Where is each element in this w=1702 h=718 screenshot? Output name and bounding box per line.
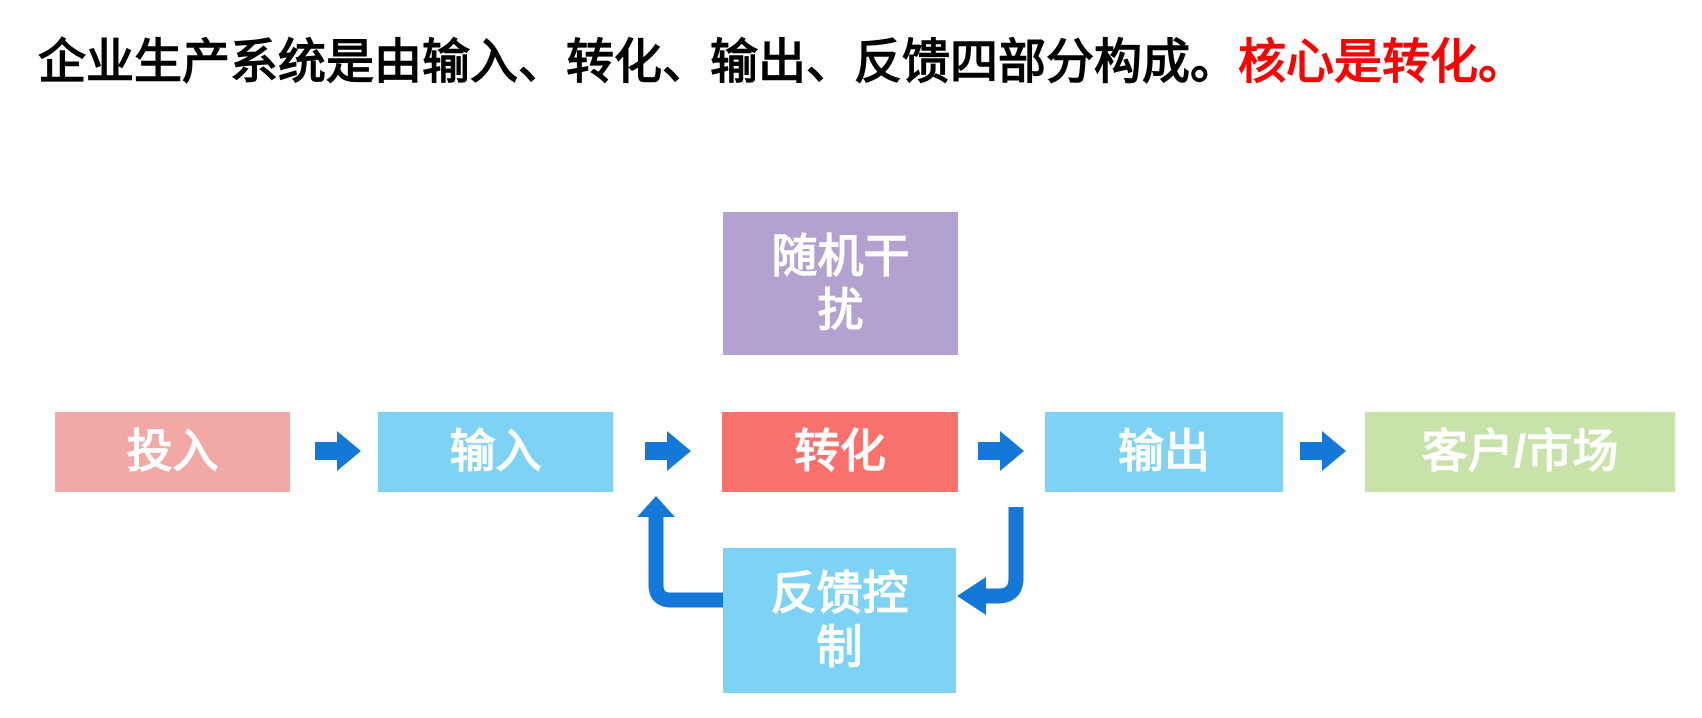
feedback-left-arrowhead-icon [957, 577, 986, 615]
right-arrow-shape [978, 431, 1024, 471]
output-box-label: 输出 [1118, 425, 1210, 478]
customer-market-box-label: 客户/市场 [1421, 425, 1619, 478]
transformation-box-label: 转化 [794, 425, 886, 478]
right-arrow-icon [645, 431, 691, 471]
right-arrow-shape [645, 431, 691, 471]
slide-title: 企业生产系统是由输入、转化、输出、反馈四部分构成。核心是转化。 [38, 22, 1526, 92]
output-box: 输出 [1045, 412, 1283, 492]
feedback-up-arrowhead-icon [637, 496, 675, 517]
input-resources-box: 投入 [55, 412, 290, 492]
right-arrow-shape [1300, 431, 1346, 471]
right-arrow-icon [978, 431, 1024, 471]
feedback-up-arrow-line [648, 516, 723, 608]
feedback-down-arrow-line [986, 507, 1024, 604]
feedback-control-box-label: 反馈控 制 [770, 567, 909, 673]
title-highlight-text: 核心是转化。 [1238, 36, 1527, 89]
input-box-label: 输入 [449, 425, 542, 478]
right-arrow-shape [315, 431, 361, 471]
disturbance-box: 随机干 扰 [723, 212, 958, 355]
input-resources-box-label: 投入 [126, 425, 219, 478]
title-main-text: 企业生产系统是由输入、转化、输出、反馈四部分构成。 [38, 36, 1239, 89]
right-arrow-icon [315, 431, 361, 471]
feedback-control-box: 反馈控 制 [723, 548, 956, 693]
input-box: 输入 [378, 412, 613, 492]
customer-market-box: 客户/市场 [1365, 412, 1675, 492]
right-arrow-icon [1300, 431, 1346, 471]
transformation-box: 转化 [722, 412, 958, 492]
disturbance-box-label: 随机干 扰 [771, 230, 910, 336]
